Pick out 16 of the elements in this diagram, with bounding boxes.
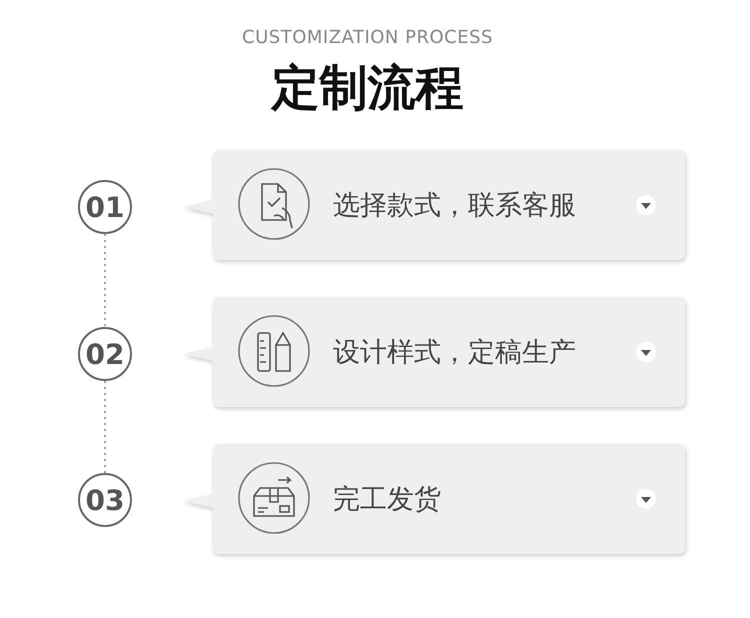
speech-bubble-card [183, 150, 685, 260]
step-number: 03 [86, 484, 124, 516]
step-number-circle [78, 473, 132, 527]
speech-bubble-card [183, 444, 685, 554]
step-text: 完工发货 [333, 483, 441, 517]
step-number: 01 [86, 190, 124, 224]
step-text: 选择款式，联系客服 [333, 189, 576, 223]
dotted-connector [104, 234, 106, 327]
dotted-connector [104, 381, 106, 473]
speech-bubble-card [183, 297, 685, 407]
step-number-circle [78, 180, 132, 234]
step-number-circle [78, 327, 132, 381]
title: 定制流程 [270, 59, 464, 118]
step-number: 02 [86, 338, 124, 370]
subtitle: CUSTOMIZATION PROCESS [241, 27, 494, 48]
step-text: 设计样式，定稿生产 [333, 336, 576, 370]
